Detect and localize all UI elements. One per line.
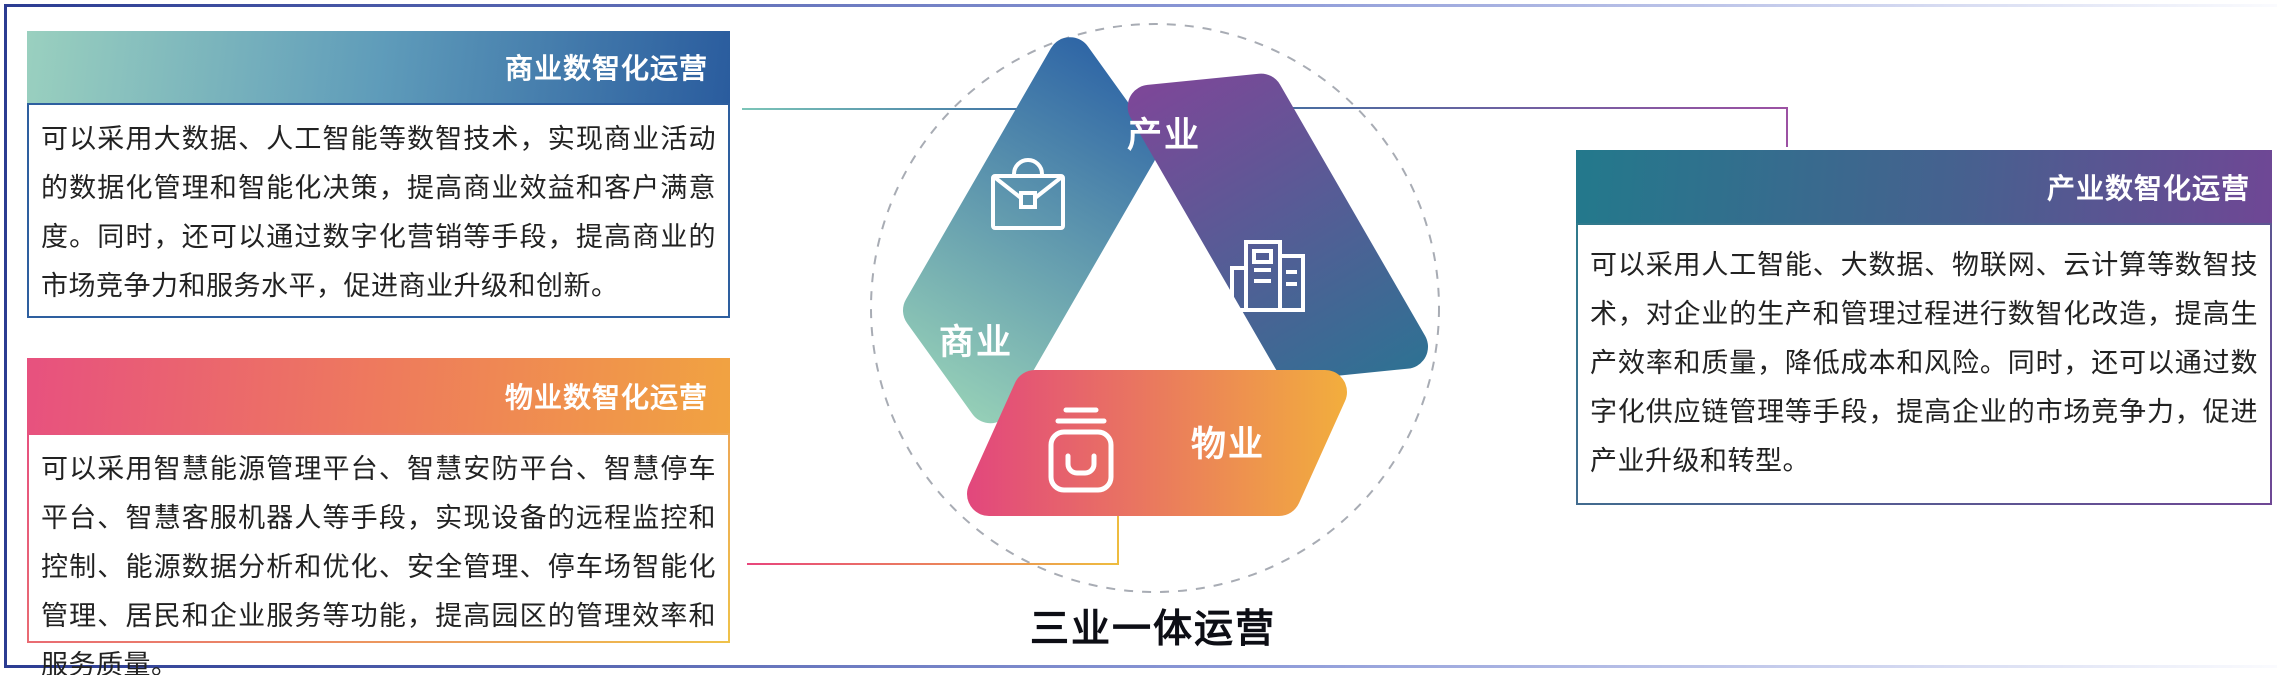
- storage-box-icon: [1048, 407, 1114, 493]
- card-wuye: 物业数智化运营 可以采用智慧能源管理平台、智慧安防平台、智慧停车平台、智慧客服机…: [27, 358, 730, 675]
- card-wuye-title: 物业数智化运营: [504, 380, 708, 414]
- frame-bottom-line: [4, 665, 2277, 668]
- connector-chanye-line: [1245, 107, 1788, 147]
- card-wuye-border: 可以采用智慧能源管理平台、智慧安防平台、智慧停车平台、智慧客服机器人等手段，实现…: [27, 433, 730, 675]
- card-chanye-body: 可以采用人工智能、大数据、物联网、云计算等数智技术，对企业的生产和管理过程进行数…: [1578, 225, 2270, 503]
- dashed-circle: [870, 23, 1440, 593]
- connector-wuye-line: [747, 505, 1119, 565]
- card-shangye-text: 可以采用大数据、人工智能等数智技术，实现商业活动的数据化管理和智能化决策，提高商…: [41, 124, 716, 302]
- bar-label-shangye: 商业: [939, 323, 1013, 363]
- frame-left-line: [4, 4, 7, 666]
- bar-wuye: [989, 392, 1325, 494]
- card-wuye-text: 可以采用智慧能源管理平台、智慧安防平台、智慧停车平台、智慧客服机器人等手段，实现…: [41, 454, 716, 675]
- card-wuye-body: 可以采用智慧能源管理平台、智慧安防平台、智慧停车平台、智慧客服机器人等手段，实现…: [29, 435, 728, 675]
- card-wuye-header: 物业数智化运营: [27, 358, 730, 433]
- card-chanye: 产业数智化运营 可以采用人工智能、大数据、物联网、云计算等数智技术，对企业的生产…: [1576, 150, 2272, 505]
- card-shangye: 商业数智化运营 可以采用大数据、人工智能等数智技术，实现商业活动的数据化管理和智…: [27, 31, 730, 318]
- card-shangye-body: 可以采用大数据、人工智能等数智技术，实现商业活动的数据化管理和智能化决策，提高商…: [29, 105, 728, 316]
- card-chanye-title: 产业数智化运营: [2046, 171, 2250, 205]
- briefcase-icon: [991, 158, 1065, 230]
- card-shangye-title: 商业数智化运营: [504, 52, 708, 85]
- card-chanye-border: 可以采用人工智能、大数据、物联网、云计算等数智技术，对企业的生产和管理过程进行数…: [1576, 223, 2272, 505]
- diagram-caption: 三业一体运营: [1030, 607, 1276, 652]
- bar-label-chanye: 产业: [1127, 116, 1201, 156]
- buildings-icon: [1220, 240, 1305, 312]
- card-shangye-border: 可以采用大数据、人工智能等数智技术，实现商业活动的数据化管理和智能化决策，提高商…: [27, 103, 730, 318]
- card-chanye-header: 产业数智化运营: [1576, 150, 2272, 223]
- frame-top-line: [4, 4, 2277, 7]
- card-chanye-text: 可以采用人工智能、大数据、物联网、云计算等数智技术，对企业的生产和管理过程进行数…: [1590, 250, 2258, 477]
- card-shangye-header: 商业数智化运营: [27, 31, 730, 103]
- bar-label-wuye: 物业: [1191, 425, 1265, 465]
